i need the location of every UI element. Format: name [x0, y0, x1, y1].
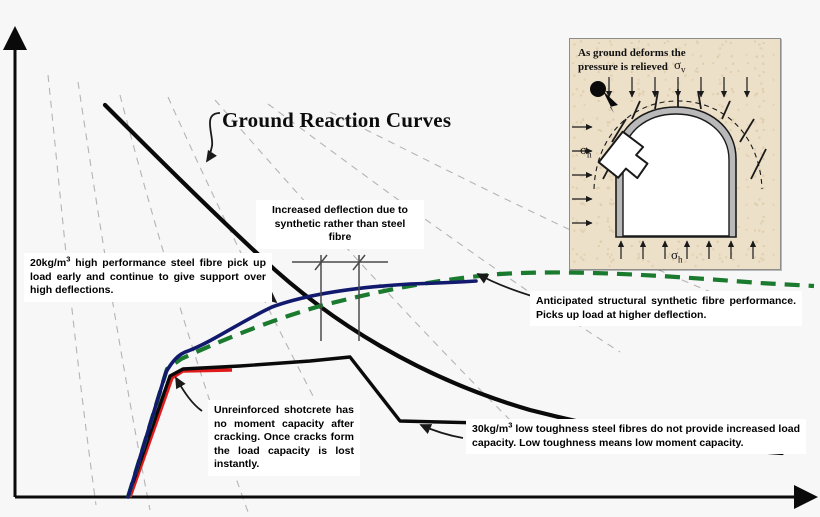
callout-steel-fibre-30-prefix: 30kg/m: [472, 423, 509, 435]
callout-steel-fibre-20-prefix: 20kg/m: [30, 257, 67, 269]
sigma-v-label: σv: [674, 57, 686, 75]
sigma-h-arrows-bottom: [617, 240, 757, 259]
leader-title-arrow: [206, 112, 221, 163]
sigma-v-symbol: σ: [674, 57, 682, 72]
dimension-tick-left: [314, 254, 328, 271]
leader-synthetic-arrow: [476, 273, 536, 298]
sigma-v-arrows: [605, 77, 751, 98]
sigma-h-left-symbol: σ: [580, 142, 588, 157]
deformation-arrow: [597, 130, 649, 180]
rock-bolts: [602, 89, 767, 180]
leader-steel-fibre-30-arrow: [419, 424, 464, 439]
callout-synthetic-performance-text: Anticipated structural synthetic fibre p…: [536, 295, 796, 321]
callout-steel-fibre-30-superscript: 3: [508, 420, 513, 430]
tunnel-cross-section-inset: As ground deforms the pressure is reliev…: [569, 38, 781, 270]
leader-unreinforced-arrow: [175, 376, 203, 412]
callout-synthetic-performance: Anticipated structural synthetic fibre p…: [530, 291, 802, 326]
callout-steel-fibre-30-text: low toughness steel fibres do not provid…: [472, 423, 800, 449]
callout-increased-deflection-text: Increased deflection due to synthetic ra…: [272, 204, 408, 243]
tunnel-inset-graphics: [572, 77, 767, 259]
sigma-v-subscript: v: [681, 64, 686, 75]
sigma-h-bottom-subscript: h: [678, 254, 683, 265]
callout-steel-fibre-20-text: high performance steel fibre pick up loa…: [30, 257, 266, 296]
support-curve-unreinforced-shotcrete: [128, 368, 233, 498]
sigma-h-left-subscript: h: [587, 149, 592, 160]
inset-caption: As ground deforms the pressure is reliev…: [578, 47, 686, 73]
callout-steel-fibre-20-superscript: 3: [66, 254, 71, 264]
sigma-h-bottom-symbol: σ: [671, 247, 679, 262]
support-curve-steel-fibre-20: [126, 279, 478, 499]
dimension-tick-right: [352, 254, 366, 271]
pressure-relief-pointer-tail: [603, 91, 618, 113]
sigma-h-arrows-left: [572, 123, 593, 227]
callout-steel-fibre-30: 30kg/m3 low toughness steel fibres do no…: [466, 419, 806, 454]
callout-steel-fibre-20: 20kg/m3 high performance steel fibre pic…: [24, 253, 272, 302]
page-title: Ground Reaction Curves: [222, 108, 452, 132]
callout-increased-deflection: Increased deflection due to synthetic ra…: [256, 200, 424, 249]
sigma-h-bottom-label: σh: [671, 247, 683, 265]
callout-unreinforced-text: Unreinforced shotcrete has no moment cap…: [214, 404, 354, 470]
pressure-relief-pointer: [590, 81, 606, 97]
sigma-h-left-label: σh: [580, 142, 592, 160]
callout-unreinforced: Unreinforced shotcrete has no moment cap…: [208, 400, 360, 476]
